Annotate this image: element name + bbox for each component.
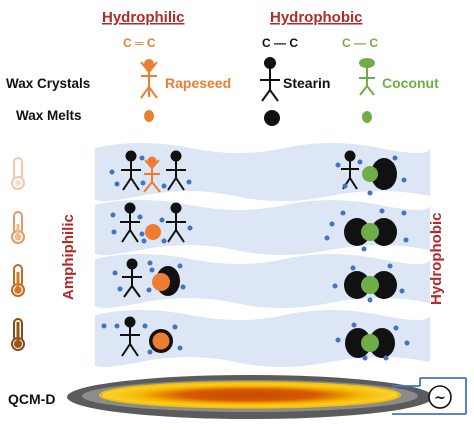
stearin-crystal-icon xyxy=(260,57,280,102)
double-bond-label: C ═ C xyxy=(123,36,156,50)
ac-circuit xyxy=(392,377,467,415)
row4-left-cluster xyxy=(120,316,173,357)
thermometer-max-icon xyxy=(11,318,25,351)
rapeseed-crystal-icon xyxy=(140,59,158,99)
hydrophobic-header: Hydrophobic xyxy=(270,9,363,26)
thermometer-high-icon xyxy=(11,264,25,297)
thermometer-medium-icon xyxy=(11,211,25,244)
single-bond-green-label: C — C xyxy=(342,36,378,50)
amphiphilic-label: Amphiphilic xyxy=(60,214,77,300)
ac-source-symbol: ~ xyxy=(434,390,446,406)
qcm-sensor-disc xyxy=(67,375,433,419)
rapeseed-melt-dot xyxy=(144,110,154,122)
water-dots xyxy=(101,155,410,361)
thermometer-low-icon xyxy=(11,157,25,190)
wax-melts-label: Wax Melts xyxy=(16,108,82,123)
coconut-crystal-icon xyxy=(359,58,375,96)
row2-left-cluster xyxy=(120,202,186,243)
row1-left-cluster xyxy=(121,150,186,193)
wax-crystals-label: Wax Crystals xyxy=(6,76,90,91)
stearin-melt-dot xyxy=(264,110,280,126)
qcm-label: QCM-D xyxy=(8,391,55,407)
row1-right-cluster xyxy=(341,150,397,190)
hydrophilic-header: Hydrophilic xyxy=(102,9,185,26)
coconut-melt-dot xyxy=(362,111,372,123)
row2-right-cluster xyxy=(344,218,397,246)
hydrophobic-side-label: Hydrophobic xyxy=(428,213,445,306)
stearin-label: Stearin xyxy=(283,75,330,91)
rapeseed-label: Rapeseed xyxy=(165,75,231,91)
row4-right-cluster xyxy=(345,328,395,358)
ac-source-icon xyxy=(428,385,452,409)
row3-right-cluster xyxy=(344,271,397,299)
row3-left-cluster xyxy=(122,258,180,298)
single-bond-black-label: C — C xyxy=(262,36,298,50)
coconut-label: Coconut xyxy=(382,75,439,91)
